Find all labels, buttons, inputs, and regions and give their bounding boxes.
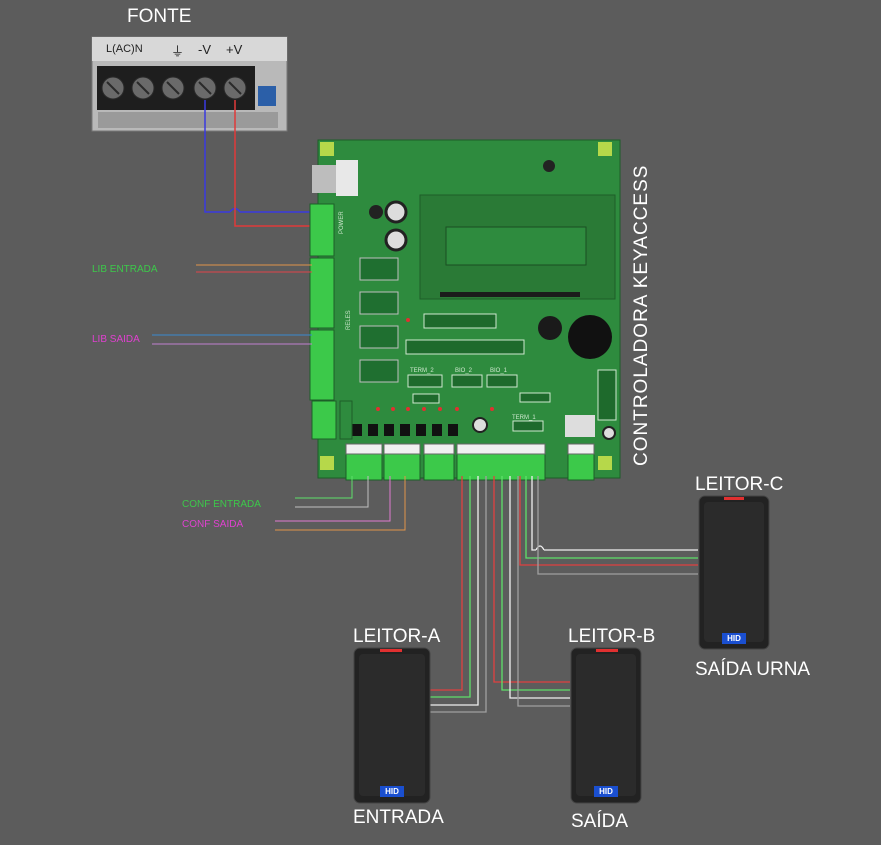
svg-text:BIO_1: BIO_1: [490, 368, 508, 374]
reader-a-title: LEITOR-A: [353, 626, 441, 647]
reader-c-title: LEITOR-C: [695, 474, 784, 495]
power-supply-title: FONTE: [127, 6, 192, 27]
reader-c-device: [698, 495, 770, 650]
terminal-label-ground: ⏚: [171, 44, 185, 59]
terminal-label-positive: +V: [226, 42, 243, 57]
reader-a-device: [353, 647, 431, 804]
controller-board: TERM_2 BIO_2 BIO_1 TERM_1 POWER RELES: [309, 139, 621, 481]
reader-b-title: LEITOR-B: [568, 626, 656, 647]
lib-saida-label: LIB SAIDA: [92, 334, 140, 345]
reader-b-caption: SAÍDA: [571, 811, 629, 832]
controller-title: CONTROLADORA KEYACCESS: [631, 164, 652, 466]
svg-text:BIO_2: BIO_2: [455, 368, 473, 374]
svg-text:POWER: POWER: [339, 211, 345, 234]
svg-text:RELES: RELES: [346, 310, 352, 330]
reader-c-caption: SAÍDA URNA: [695, 659, 811, 680]
reader-a-hid-logo: HID: [380, 786, 404, 797]
svg-text:TERM_1: TERM_1: [512, 415, 536, 421]
power-supply: [91, 36, 288, 132]
conf-saida-label: CONF SAIDA: [182, 519, 244, 530]
reader-b-device: [570, 647, 642, 804]
reader-c-hid-logo: HID: [722, 633, 746, 644]
reader-b-hid-logo: HID: [594, 786, 618, 797]
lib-entrada-label: LIB ENTRADA: [92, 264, 158, 275]
svg-text:TERM_2: TERM_2: [410, 368, 434, 374]
terminal-label-ac: L(AC)N: [106, 43, 143, 55]
conf-entrada-label: CONF ENTRADA: [182, 499, 261, 510]
reader-a-caption: ENTRADA: [353, 807, 444, 828]
terminal-label-negative: -V: [198, 42, 211, 57]
